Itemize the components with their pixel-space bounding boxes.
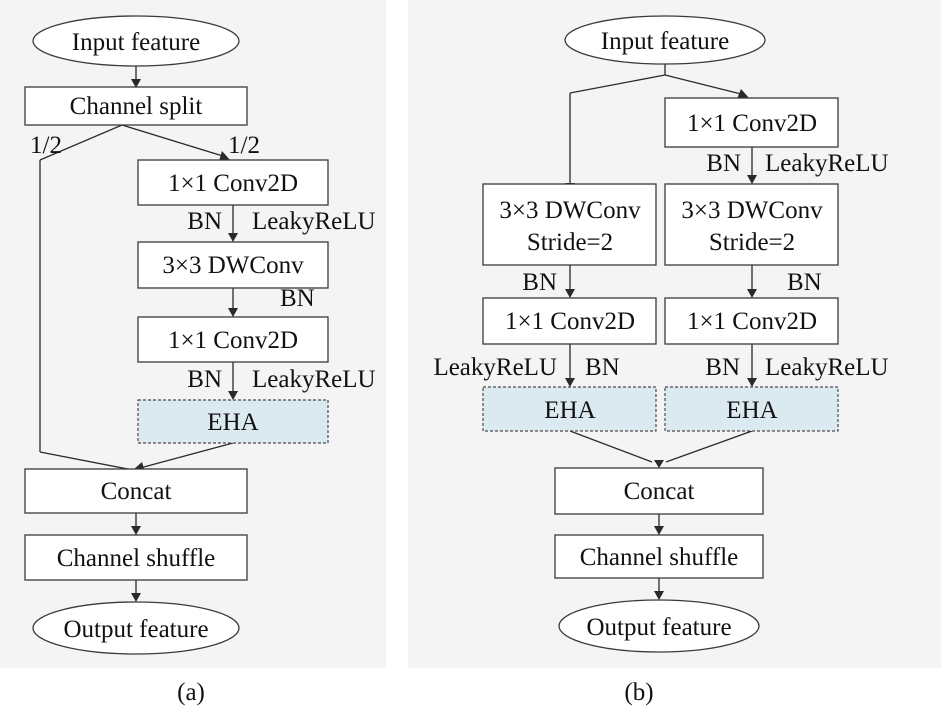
- panel-a: Input feature Channel split 1/2 1/2 1×1 …: [24, 15, 376, 655]
- a-bn-label-3: BN: [187, 366, 222, 393]
- b-right-leakyrelu-label-1: LeakyReLU: [765, 150, 889, 177]
- a-channel-shuffle-label: Channel shuffle: [57, 545, 216, 572]
- caption-a: (a): [177, 679, 205, 706]
- a-conv1-box: [137, 159, 329, 206]
- b-right-eha-label: EHA: [726, 397, 777, 424]
- b-left-conv-box: [482, 297, 657, 345]
- a-output-ellipse: [32, 601, 240, 655]
- b-right-conv2-box: [664, 297, 839, 345]
- b-concat-label: Concat: [624, 478, 695, 505]
- a-bn-label-1: BN: [187, 208, 222, 235]
- a-conv1-label: 1×1 Conv2D: [168, 170, 298, 197]
- b-right-bn-label-3: BN: [705, 354, 740, 381]
- a-dwconv-box: [137, 241, 329, 289]
- a-conv2-label: 1×1 Conv2D: [168, 327, 298, 354]
- a-input-ellipse: [32, 15, 240, 67]
- a-concat-box: [24, 468, 248, 514]
- b-right-conv2-label: 1×1 Conv2D: [687, 308, 817, 335]
- b-right-dwconv-box: [664, 183, 839, 266]
- a-channel-split-box: [24, 86, 248, 126]
- a-leakyrelu-label-3: LeakyReLU: [252, 366, 376, 393]
- b-left-conv-label: 1×1 Conv2D: [505, 308, 635, 335]
- b-right-bn-label-1: BN: [706, 150, 741, 177]
- b-right-conv1-box: [664, 97, 839, 148]
- a-channel-split-label: Channel split: [70, 93, 203, 120]
- b-left-dwconv-label-1: 3×3 DWConv: [499, 197, 641, 224]
- a-half-right-label: 1/2: [228, 132, 260, 159]
- panel-b: Input feature 1×1 Conv2D BN LeakyReLU 3×…: [433, 15, 889, 653]
- b-left-bn-label-3: BN: [585, 354, 620, 381]
- b-right-leakyrelu-label-3: LeakyReLU: [765, 354, 889, 381]
- b-input-label: Input feature: [601, 28, 729, 55]
- a-output-label: Output feature: [63, 616, 208, 643]
- a-half-left-label: 1/2: [30, 132, 62, 159]
- b-channel-shuffle-box: [554, 534, 764, 579]
- a-dwconv-label: 3×3 DWConv: [162, 252, 304, 279]
- b-right-eha-box: [664, 386, 839, 432]
- caption-b: (b): [624, 679, 653, 706]
- b-output-ellipse: [558, 599, 760, 653]
- b-channel-shuffle-label: Channel shuffle: [580, 544, 739, 571]
- a-bn-label-2: BN: [280, 285, 315, 312]
- b-right-bn-label-2: BN: [787, 269, 822, 296]
- a-eha-label: EHA: [207, 409, 258, 436]
- a-eha-box: [137, 399, 329, 444]
- b-output-label: Output feature: [586, 614, 731, 641]
- a-channel-shuffle-box: [24, 534, 248, 581]
- b-left-bn-label-2: BN: [522, 269, 557, 296]
- b-right-dwconv-label-1: 3×3 DWConv: [681, 197, 823, 224]
- b-left-eha-box: [482, 386, 657, 432]
- b-left-dwconv-box: [482, 183, 657, 266]
- a-conv2-box: [137, 316, 329, 363]
- a-leakyrelu-label-1: LeakyReLU: [252, 208, 376, 235]
- b-right-conv1-label: 1×1 Conv2D: [687, 110, 817, 137]
- b-input-ellipse: [564, 15, 766, 65]
- b-left-leakyrelu-label-3: LeakyReLU: [433, 354, 557, 381]
- b-concat-box: [554, 467, 764, 515]
- b-right-dwconv-label-2: Stride=2: [709, 229, 795, 256]
- b-left-dwconv-label-2: Stride=2: [527, 229, 613, 256]
- b-left-eha-label: EHA: [544, 397, 595, 424]
- a-concat-label: Concat: [101, 478, 172, 505]
- a-input-label: Input feature: [72, 29, 200, 56]
